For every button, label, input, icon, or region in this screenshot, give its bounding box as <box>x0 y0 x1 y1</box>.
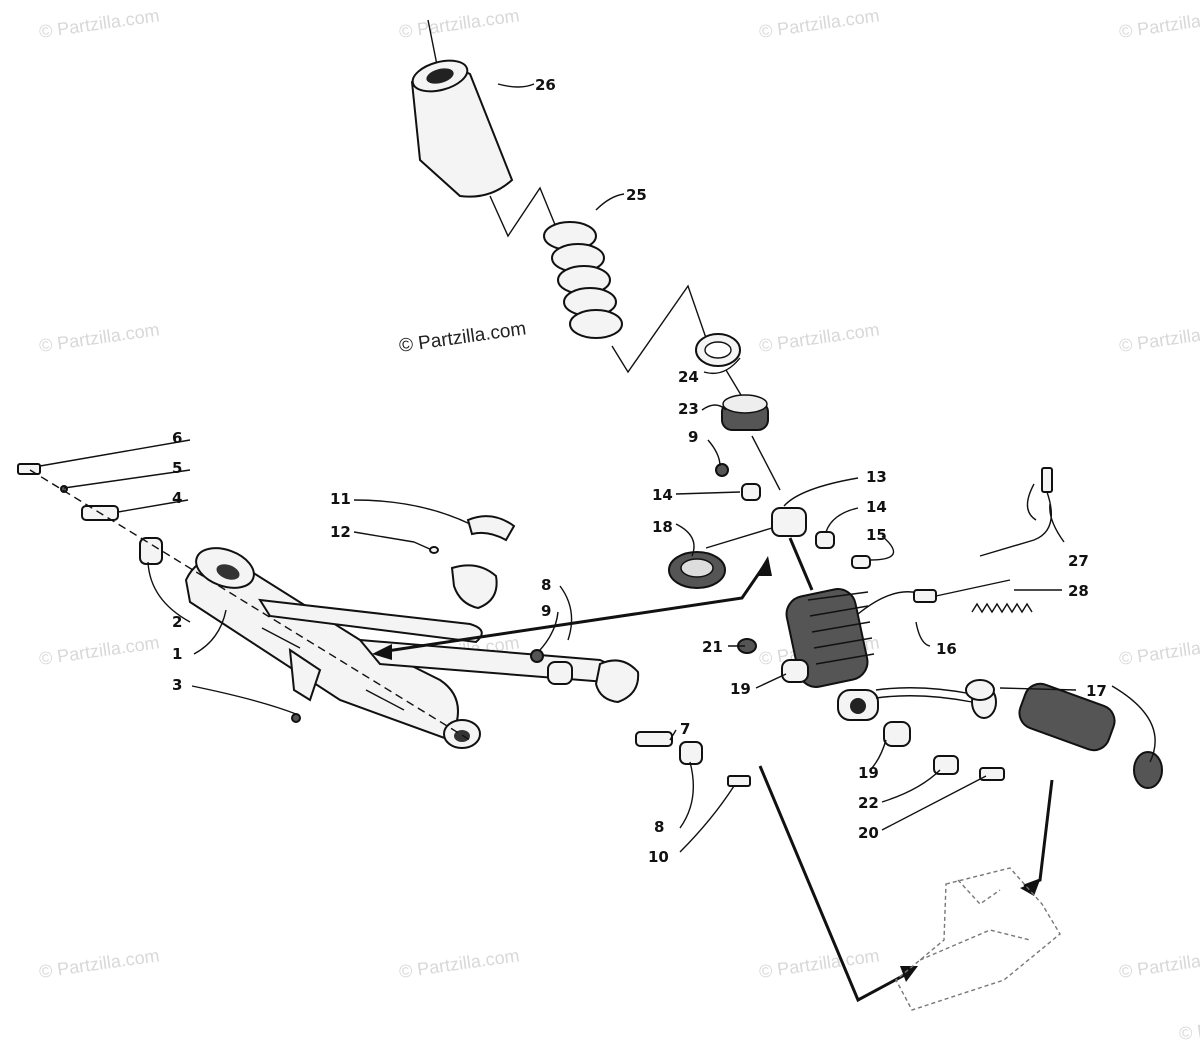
callout-4: 4 <box>172 489 182 507</box>
part-19-bushing-b[interactable] <box>883 721 911 747</box>
callout-8-upper: 8 <box>541 576 551 594</box>
part-17-reservoir[interactable] <box>875 679 1163 789</box>
watermark: © Partzilla.com <box>38 319 161 356</box>
callout-26: 26 <box>535 76 556 94</box>
part-18-mount[interactable] <box>668 551 726 589</box>
callout-19-lower: 19 <box>858 764 879 782</box>
callout-17: 17 <box>1086 682 1107 700</box>
callout-21: 21 <box>702 638 723 656</box>
callout-14-right: 14 <box>866 498 887 516</box>
part-8-bushing-left[interactable] <box>547 661 573 685</box>
part-8-bushing-lower[interactable] <box>679 741 703 765</box>
callout-3: 3 <box>172 676 182 694</box>
callout-20: 20 <box>858 824 879 842</box>
leader-lines <box>39 83 1156 853</box>
part-19-bushing-a[interactable] <box>781 659 809 683</box>
part-12-pin[interactable] <box>413 541 433 551</box>
callout-7: 7 <box>680 720 690 738</box>
callout-labels: 26 25 24 23 9 14 13 14 15 18 16 27 28 17… <box>172 76 1107 866</box>
callout-23: 23 <box>678 400 699 418</box>
ghost-assembly-icon <box>895 867 1061 1011</box>
callout-2: 2 <box>172 613 182 631</box>
callout-16: 16 <box>936 640 957 658</box>
part-3-nut[interactable] <box>291 713 301 723</box>
part-9-nut-left[interactable] <box>530 649 544 663</box>
watermark: © Partzilla.com <box>398 945 521 982</box>
part-2-bushing[interactable] <box>139 537 163 565</box>
callout-22: 22 <box>858 794 879 812</box>
part-10-bolt[interactable] <box>727 775 751 787</box>
watermark-main: © Partzilla.com <box>398 318 528 357</box>
callout-8-lower: 8 <box>654 818 664 836</box>
watermark: © Partzilla.com <box>1118 5 1200 42</box>
part-26-boot[interactable] <box>409 19 514 198</box>
watermark: © Partzilla.com <box>1118 319 1200 356</box>
watermark: © Partzilla.com <box>398 5 521 42</box>
part-28-spring[interactable] <box>971 602 1033 614</box>
watermark: © Partzilla.com <box>1118 945 1200 982</box>
callout-19-upper: 19 <box>730 680 751 698</box>
callout-5: 5 <box>172 459 182 477</box>
callout-15: 15 <box>866 526 887 544</box>
watermark: © Partzilla.com <box>758 5 881 42</box>
part-27-cable[interactable] <box>979 467 1053 557</box>
callout-14-left: 14 <box>652 486 673 504</box>
watermark: © Partzilla.com <box>38 5 161 42</box>
callout-28: 28 <box>1068 582 1089 600</box>
part-15-spacer[interactable] <box>851 555 871 569</box>
part-16-bolt[interactable] <box>913 589 937 603</box>
callout-11: 11 <box>330 490 351 508</box>
part-7-spacer[interactable] <box>635 731 673 747</box>
callout-6: 6 <box>172 429 182 447</box>
part-11-bracket[interactable] <box>466 515 516 542</box>
callout-9-right: 9 <box>688 428 698 446</box>
watermark: © Partzilla.com <box>1178 1007 1200 1044</box>
part-9-nut[interactable] <box>715 463 729 477</box>
part-23-collar[interactable] <box>721 394 769 431</box>
watermark: © Partzilla.com <box>38 632 161 669</box>
callout-12: 12 <box>330 523 351 541</box>
arrow-to-assembly <box>758 765 911 1003</box>
part-14-bushing-a[interactable] <box>741 483 761 501</box>
part-1-frame[interactable] <box>184 541 613 749</box>
callout-27: 27 <box>1068 552 1089 570</box>
part-22-spacer[interactable] <box>933 755 959 775</box>
callout-13: 13 <box>866 468 887 486</box>
callout-18: 18 <box>652 518 673 536</box>
callout-1: 1 <box>172 645 182 663</box>
watermark: © Partzilla.com <box>1118 632 1200 669</box>
callout-9-left: 9 <box>541 602 551 620</box>
part-6-bolt[interactable] <box>17 463 41 475</box>
watermark: © Partzilla.com <box>758 319 881 356</box>
watermark: © Partzilla.com <box>758 945 881 982</box>
part-25-spring[interactable] <box>543 221 623 339</box>
callout-25: 25 <box>626 186 647 204</box>
part-14-bushing-b[interactable] <box>815 531 835 549</box>
watermark: © Partzilla.com <box>38 945 161 982</box>
part-20-bolt[interactable] <box>979 767 1005 781</box>
callout-10: 10 <box>648 848 669 866</box>
callout-24: 24 <box>678 368 699 386</box>
